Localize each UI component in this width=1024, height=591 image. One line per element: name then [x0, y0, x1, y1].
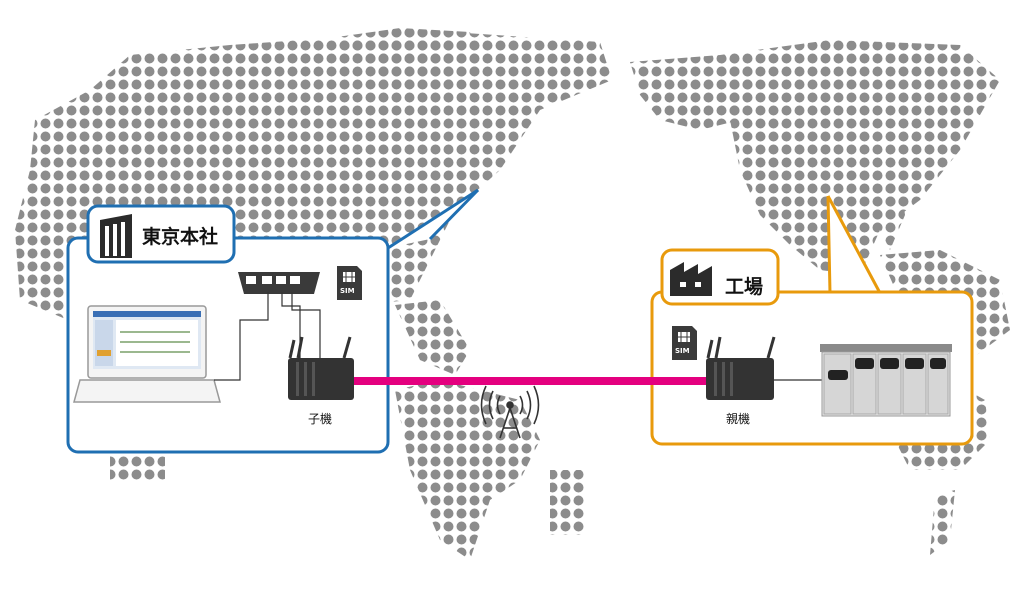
landmass-new-zealand	[930, 490, 955, 555]
sim-label: SIM	[675, 347, 690, 355]
factory-title: 工場	[725, 276, 764, 298]
sim-label: SIM	[340, 287, 355, 295]
tokyo-office-title: 東京本社	[142, 226, 219, 248]
factory-icon	[670, 262, 712, 296]
radio-tower-icon	[480, 385, 540, 439]
sim-card-icon	[337, 266, 362, 300]
factory-callout-pointer	[826, 195, 882, 294]
landmass-south-tip	[550, 470, 585, 535]
landmass-japan	[875, 175, 905, 250]
child-router-icon	[288, 336, 354, 400]
landmass-greenland	[330, 28, 480, 90]
parent-router-label: 親機	[726, 412, 751, 426]
child-router-label: 子機	[308, 412, 333, 426]
landmass-south-america	[395, 380, 540, 560]
sim-card-icon	[672, 326, 697, 360]
lan-cables	[214, 292, 321, 381]
laptop-icon	[73, 305, 221, 403]
landmass-asia	[720, 40, 1000, 275]
landmass-small-islands	[110, 455, 165, 480]
office-building-icon	[100, 214, 132, 258]
switch-hub-icon	[238, 272, 320, 294]
landmass-central-america	[395, 300, 470, 375]
parent-router-icon	[706, 336, 776, 400]
tokyo-callout-pointer	[387, 188, 480, 250]
factory-equipment-icon	[820, 344, 952, 417]
